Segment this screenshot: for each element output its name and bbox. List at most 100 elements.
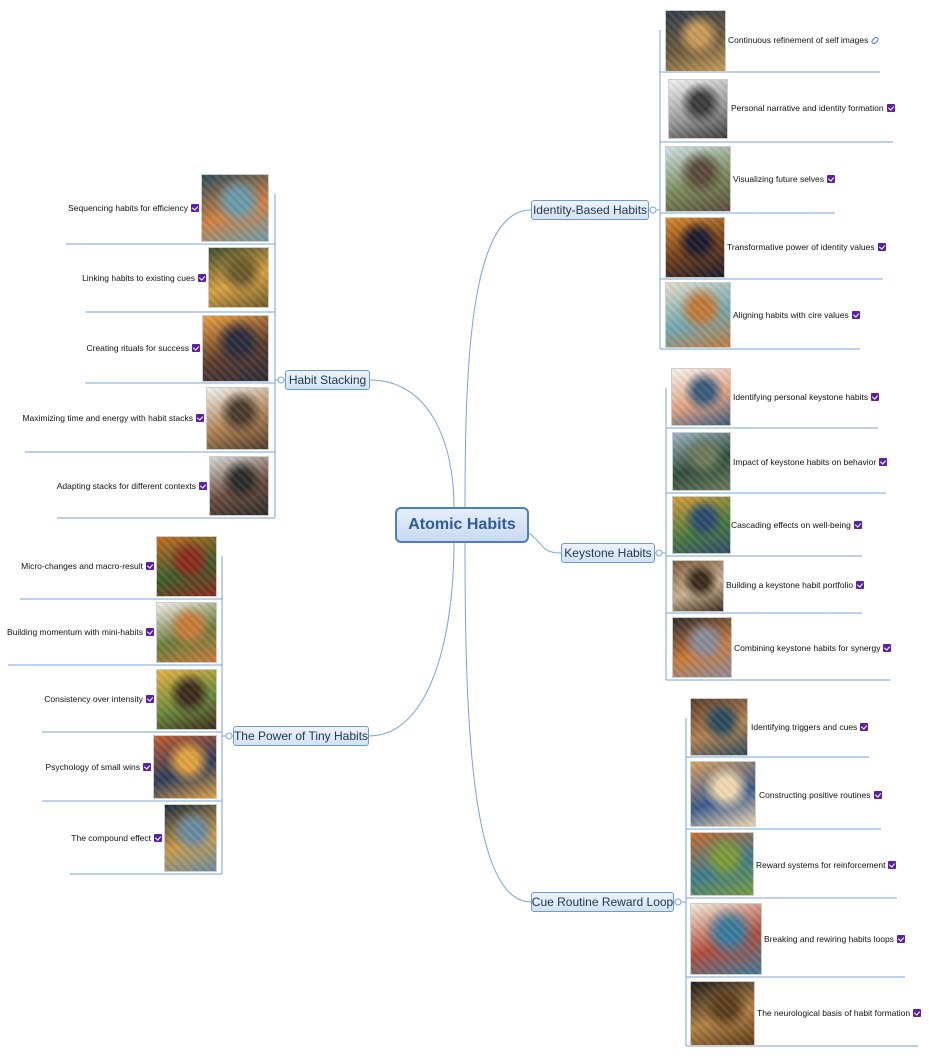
topic-transformative-power-of-identity-values[interactable]: Transformative power of identity values [727, 242, 886, 253]
topic-image-impact-of-keystone-habits-on-behavior [672, 432, 731, 491]
topic-label: The compound effect [71, 832, 151, 843]
topic-image-transformative-power-of-identity-values [665, 217, 725, 278]
topic-label: Building momentum with mini-habits [6, 626, 143, 637]
central-topic[interactable]: Atomic Habits [395, 507, 529, 543]
task-icon [913, 1008, 922, 1017]
branch-habit-stacking[interactable]: Habit Stacking [285, 370, 370, 390]
topic-label: Cascading effects on well-being [731, 519, 851, 530]
task-icon [146, 561, 154, 570]
topic-image-visualizing-future-selves [665, 146, 731, 212]
topic-image-reward-systems-for-reinforcement [690, 832, 754, 896]
task-icon [879, 457, 888, 466]
topic-image-the-neurological-basis-of-habit-formation [690, 981, 755, 1046]
topic-image-constructing-positive-routines [690, 761, 756, 827]
topic-label: Adapting stacks for different contexts [56, 480, 196, 491]
topic-image-sequencing-habits-for-efficiency [201, 174, 269, 242]
task-icon [196, 413, 204, 422]
topic-constructing-positive-routines[interactable]: Constructing positive routines [759, 790, 882, 801]
task-icon [192, 343, 200, 352]
topic-image-building-momentum-with-mini-habits [156, 602, 217, 663]
topic-label: Reward systems for reinforcement [756, 859, 886, 870]
topic-cascading-effects-on-well-being[interactable]: Cascading effects on well-being [731, 520, 862, 531]
topic-image-personal-narrative-and-identity-formation [668, 79, 728, 139]
topic-micro-changes-and-macro-result[interactable]: Micro-changes and macro-result [21, 561, 154, 572]
topic-image-micro-changes-and-macro-result [156, 536, 217, 597]
topic-breaking-and-rewiring-habits-loops[interactable]: Breaking and rewiring habits loops [764, 934, 905, 945]
task-icon [146, 694, 154, 703]
topic-identifying-personal-keystone-habits[interactable]: Identifying personal keystone habits [733, 392, 880, 403]
topic-image-identifying-triggers-and-cues [690, 698, 748, 756]
task-icon [860, 722, 869, 731]
task-icon [873, 790, 882, 799]
topic-label: Combining keystone habits for synergy [734, 642, 881, 653]
topic-image-cascading-effects-on-well-being [672, 496, 731, 554]
branch-cue-routine-reward-loop[interactable]: Cue Routine Reward Loop [531, 892, 674, 912]
topic-label: Constructing positive routines [759, 789, 871, 800]
topic-visualizing-future-selves[interactable]: Visualizing future selves [733, 173, 836, 185]
topic-combining-keystone-habits-for-synergy[interactable]: Combining keystone habits for synergy [734, 642, 892, 654]
branch-keystone-habits[interactable]: Keystone Habits [561, 543, 655, 563]
topic-consistency-over-intensity[interactable]: Consistency over intensity [44, 694, 154, 705]
topic-image-adapting-stacks-for-different-contexts [209, 456, 269, 516]
topic-image-breaking-and-rewiring-habits-loops [690, 903, 762, 975]
topic-label: Breaking and rewiring habits loops [764, 933, 894, 944]
topic-image-the-compound-effect [164, 804, 217, 872]
topic-creating-rituals-for-success[interactable]: Creating rituals for success [86, 343, 200, 354]
task-icon [883, 643, 892, 652]
topic-building-a-keystone-habit-portfolio[interactable]: Building a keystone habit portfolio [726, 579, 865, 591]
topic-impact-of-keystone-habits-on-behavior[interactable]: Impact of keystone habits on behavior [733, 456, 888, 468]
topic-label: Psychology of small wins [45, 761, 140, 772]
task-icon [191, 203, 199, 212]
task-icon [896, 934, 905, 943]
task-icon [871, 392, 880, 401]
task-icon [856, 580, 865, 589]
topic-label: Aligning habits with cire values [733, 309, 849, 320]
topic-aligning-habits-with-cire-values[interactable]: Aligning habits with cire values [733, 310, 860, 321]
task-icon [877, 242, 886, 251]
topic-label: Maximizing time and energy with habit st… [22, 412, 193, 423]
topic-image-combining-keystone-habits-for-synergy [672, 617, 732, 678]
task-icon [886, 103, 895, 112]
topic-label: Building a keystone habit portfolio [726, 579, 854, 590]
topic-reward-systems-for-reinforcement[interactable]: Reward systems for reinforcement [756, 859, 897, 871]
topic-identifying-triggers-and-cues[interactable]: Identifying triggers and cues [751, 721, 869, 733]
topic-label: Continuous refinement of self images [728, 34, 869, 45]
branch-identity-based-habits[interactable]: Identity-Based Habits [531, 200, 649, 220]
topic-label: Personal narrative and identity formatio… [731, 102, 884, 113]
topic-label: Transformative power of identity values [727, 241, 875, 252]
task-icon [851, 310, 860, 319]
task-icon [154, 833, 162, 842]
task-icon [199, 481, 207, 490]
task-icon [888, 860, 897, 869]
topic-image-continuous-refinement-of-self-images [665, 10, 726, 72]
topic-image-building-a-keystone-habit-portfolio [672, 560, 724, 612]
topic-label: Identifying triggers and cues [751, 721, 858, 732]
topic-image-aligning-habits-with-cire-values [665, 282, 731, 348]
topic-continuous-refinement-of-self-images[interactable]: Continuous refinement of self images [728, 35, 880, 46]
task-icon [853, 520, 862, 529]
task-icon [827, 174, 836, 183]
topic-psychology-of-small-wins[interactable]: Psychology of small wins [46, 762, 151, 773]
topic-adapting-stacks-for-different-contexts[interactable]: Adapting stacks for different contexts [57, 481, 207, 492]
topic-building-momentum-with-mini-habits[interactable]: Building momentum with mini-habits [7, 627, 154, 638]
topic-label: The neurological basis of habit formatio… [757, 1007, 911, 1018]
topic-sequencing-habits-for-efficiency[interactable]: Sequencing habits for efficiency [68, 203, 199, 214]
topic-the-compound-effect[interactable]: The compound effect [71, 833, 162, 844]
topic-personal-narrative-and-identity-formation[interactable]: Personal narrative and identity formatio… [731, 103, 895, 114]
topic-image-consistency-over-intensity [156, 669, 217, 730]
topic-label: Consistency over intensity [44, 693, 143, 704]
link-icon[interactable] [871, 35, 880, 44]
topic-maximizing-time-and-energy-with-habit-stacks[interactable]: Maximizing time and energy with habit st… [22, 413, 204, 424]
topic-image-maximizing-time-and-energy-with-habit-stacks [206, 387, 269, 450]
topic-image-creating-rituals-for-success [202, 315, 269, 382]
topic-the-neurological-basis-of-habit-formation[interactable]: The neurological basis of habit formatio… [757, 1007, 922, 1019]
topic-label: Sequencing habits for efficiency [68, 202, 188, 213]
topic-linking-habits-to-existing-cues[interactable]: Linking habits to existing cues [82, 273, 206, 284]
topic-label: Micro-changes and macro-result [21, 560, 143, 571]
topic-image-linking-habits-to-existing-cues [208, 247, 269, 308]
task-icon [198, 273, 206, 282]
branch-the-power-of-tiny-habits[interactable]: The Power of Tiny Habits [233, 726, 369, 746]
topic-label: Visualizing future selves [733, 173, 825, 184]
topic-label: Impact of keystone habits on behavior [733, 456, 877, 467]
